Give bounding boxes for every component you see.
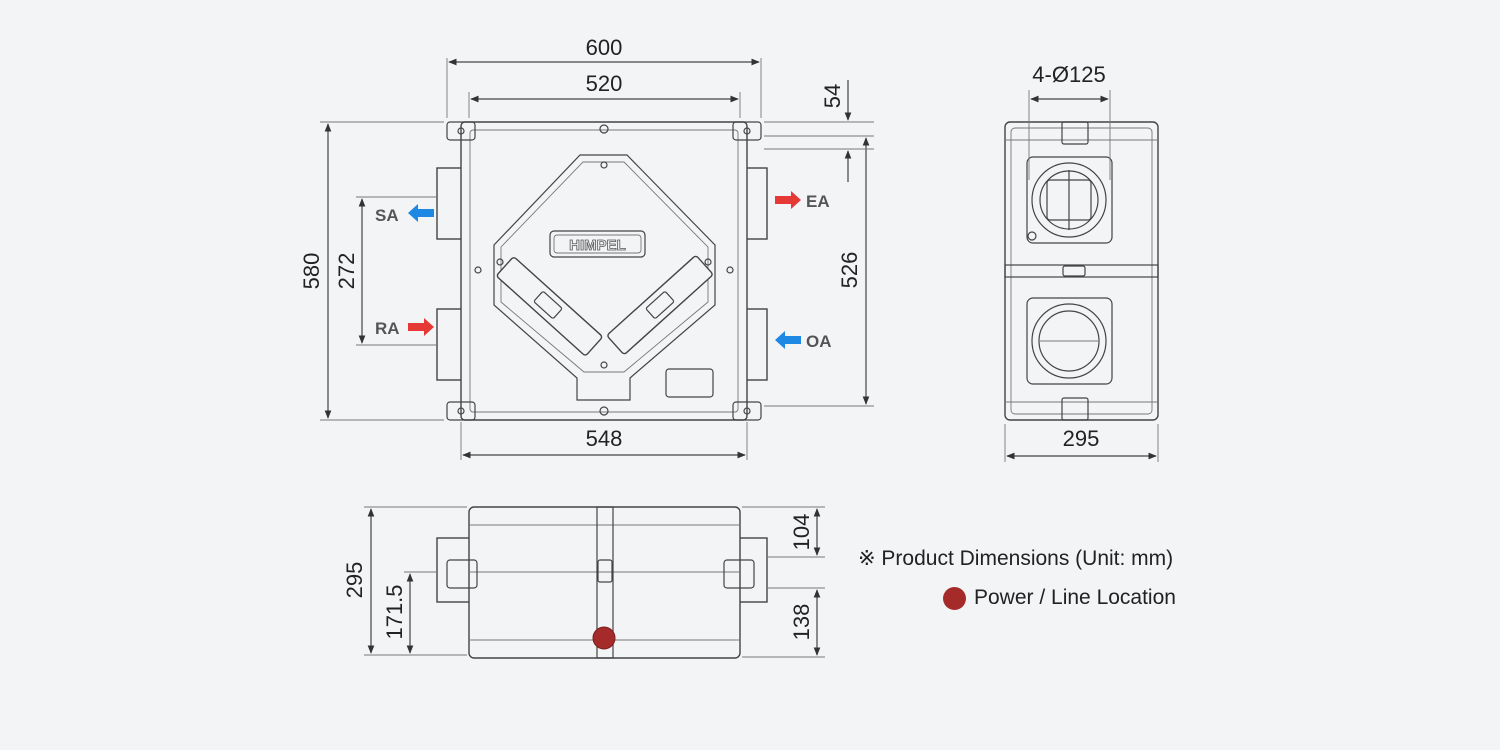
oa-arrow-icon — [775, 331, 801, 349]
side-view: 4-Ø125 295 — [1004, 62, 1159, 462]
dim-width-bottom: 548 — [586, 426, 623, 451]
dim-width-total: 600 — [586, 35, 623, 60]
ra-arrow-icon — [408, 318, 434, 336]
sa-arrow-icon — [408, 204, 434, 222]
power-legend-label: Power / Line Location — [974, 586, 1176, 609]
dim-height-ports: 272 — [334, 253, 359, 290]
dim-side-width: 295 — [1063, 426, 1100, 451]
control-panel — [665, 368, 714, 398]
filter-right — [607, 255, 713, 355]
brand-plate — [549, 230, 646, 258]
units-note: ※ Product Dimensions (Unit: mm) — [858, 547, 1174, 570]
filter-left — [496, 257, 603, 356]
dim-duct-diameter: 4-Ø125 — [1032, 62, 1105, 87]
port-label-sa: SA — [375, 206, 399, 225]
power-legend: Power / Line Location — [943, 586, 1176, 610]
port-label-oa: OA — [806, 332, 832, 351]
ea-arrow-icon — [775, 191, 801, 209]
dim-height-right: 526 — [837, 252, 862, 289]
power-legend-dot-icon — [943, 586, 966, 610]
dim-bottom-bottom-right: 138 — [789, 604, 814, 641]
port-label-ra: RA — [375, 319, 400, 338]
power-marker-icon — [592, 626, 616, 650]
dim-offset-top: 54 — [820, 84, 845, 108]
housing — [460, 121, 748, 421]
bottom-view: 295 171.5 104 138 — [342, 506, 825, 659]
dim-width-inner: 520 — [586, 71, 623, 96]
dim-bottom-top-right: 104 — [789, 514, 814, 551]
brand-logo: HIMPEL — [569, 237, 626, 254]
dim-bottom-left: 171.5 — [382, 584, 407, 639]
dim-height-total: 580 — [299, 253, 324, 290]
heat-exchanger — [493, 154, 716, 401]
front-view: HIMPEL 600 520 548 580 272 526 — [299, 35, 874, 460]
dim-bottom-height: 295 — [342, 562, 367, 599]
bottom-collar-left — [436, 537, 472, 603]
port-label-ea: EA — [806, 192, 830, 211]
